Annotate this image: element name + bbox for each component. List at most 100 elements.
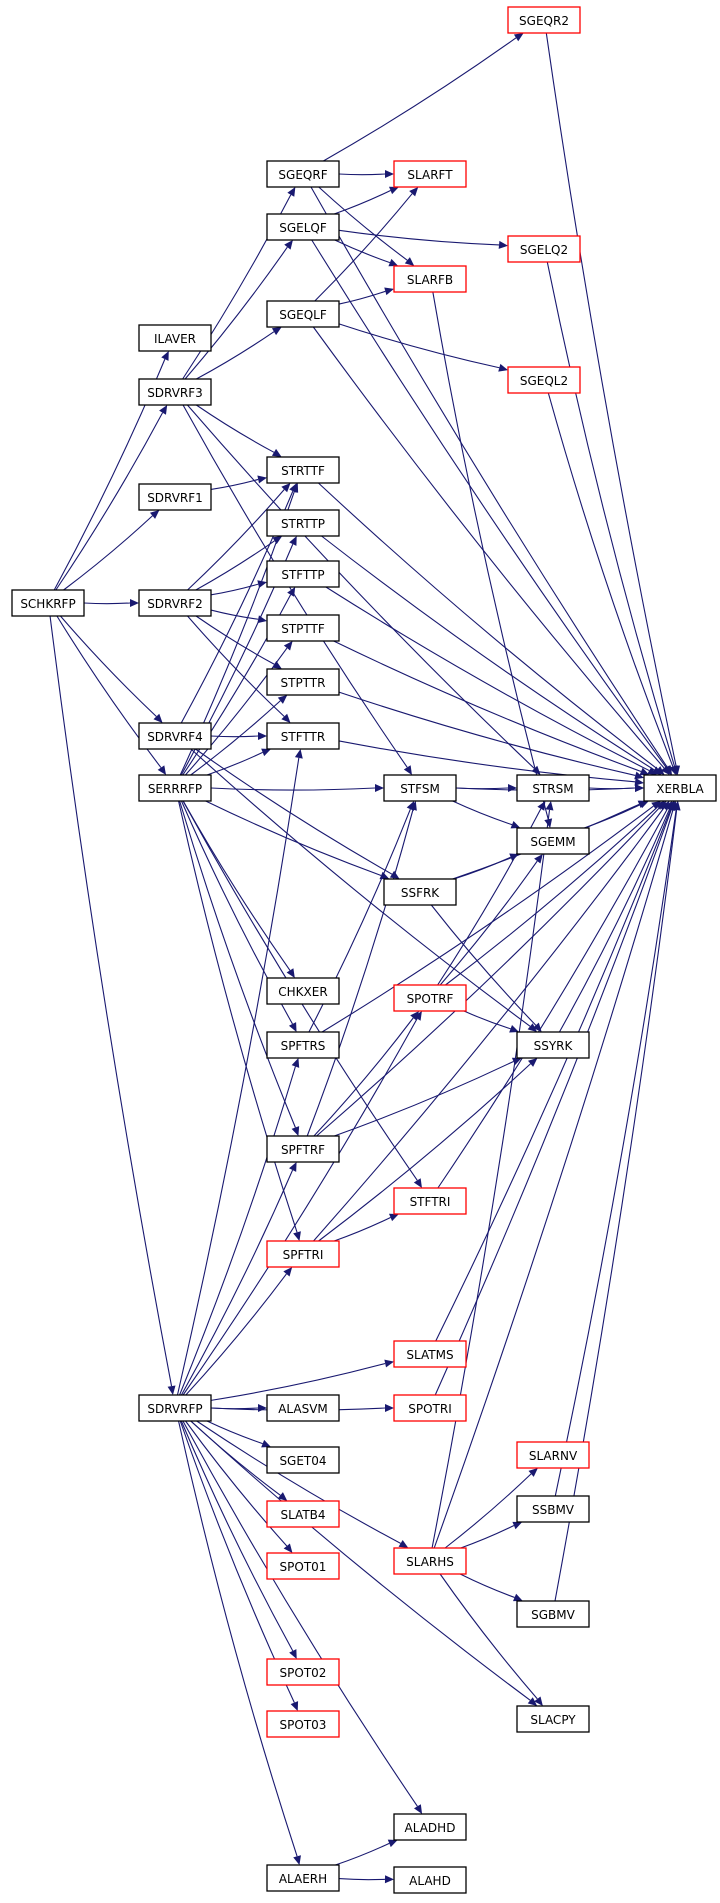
node-aladhd[interactable]: ALADHD [393, 1813, 467, 1841]
node-box [138, 378, 212, 406]
edge-line [55, 412, 164, 591]
edge-sgeqrf-to-slarft [338, 170, 394, 178]
edge-schkrfp-to-serrrfp [56, 615, 167, 775]
node-label: STPTTF [281, 622, 325, 636]
node-sgelqf[interactable]: SGELQF [266, 213, 340, 241]
node-slatms[interactable]: SLATMS [393, 1340, 467, 1368]
node-label: SGEQR2 [519, 14, 569, 28]
node-spftrf[interactable]: SPFTRF [266, 1135, 340, 1163]
edge-slatms-to-xerbla [435, 801, 675, 1342]
edge-arrowhead [271, 448, 282, 457]
node-box [138, 589, 212, 617]
node-label: ALASVM [278, 1402, 328, 1416]
node-slacpy[interactable]: SLACPY [516, 1705, 590, 1733]
node-label: SSFRK [401, 886, 440, 900]
node-slarft[interactable]: SLARFT [393, 160, 467, 188]
edge-line [433, 809, 674, 1549]
edge-arrowhead [294, 749, 303, 759]
edge-arrowhead [409, 187, 419, 197]
node-alasvm[interactable]: ALASVM [266, 1394, 340, 1422]
node-label: SDRVRF3 [147, 386, 203, 400]
edge-arrowhead [272, 660, 282, 669]
node-spotri[interactable]: SPOTRI [393, 1394, 467, 1422]
edge-line [545, 32, 677, 767]
node-box [266, 1394, 340, 1422]
node-slarhs[interactable]: SLARHS [393, 1547, 467, 1575]
node-spot02[interactable]: SPOT02 [266, 1658, 340, 1686]
node-stfttr[interactable]: STFTTR [266, 722, 340, 750]
edge-sdrvrf2-to-strttf [187, 483, 291, 591]
node-stpttf[interactable]: STPTTF [266, 614, 340, 642]
node-slarnv[interactable]: SLARNV [516, 1441, 590, 1469]
node-schkrfp: SCHKRFP [11, 589, 85, 617]
edge-stfttr-to-xerbla [338, 740, 644, 786]
node-stfsm[interactable]: STFSM [383, 774, 457, 802]
edge-line [333, 189, 391, 215]
node-slarfb[interactable]: SLARFB [393, 265, 467, 293]
edge-line [179, 800, 296, 1128]
node-spftrs[interactable]: SPFTRS [266, 1031, 340, 1059]
edge-line [435, 809, 672, 1342]
node-sgbmv[interactable]: SGBMV [516, 1600, 590, 1628]
edge-line [49, 615, 173, 1387]
node-stpttr[interactable]: STPTTR [266, 668, 340, 696]
node-stfttp[interactable]: STFTTP [266, 560, 340, 588]
node-serrrfp[interactable]: SERRRFP [138, 774, 212, 802]
node-chkxer[interactable]: CHKXER [266, 977, 340, 1005]
node-label: STRSM [532, 782, 573, 796]
node-strttp[interactable]: STRTTP [266, 509, 340, 537]
edge-line [452, 800, 513, 826]
edge-arrowhead [289, 1649, 297, 1659]
edge-slarhs-to-xerbla [433, 801, 677, 1549]
edge-line [178, 800, 298, 1233]
node-strsm[interactable]: STRSM [516, 774, 590, 802]
node-ssfrk[interactable]: SSFRK [383, 878, 457, 906]
node-box [383, 878, 457, 906]
edge-arrowhead [531, 765, 541, 775]
node-sdrvrfp[interactable]: SDRVRFP [138, 1394, 212, 1422]
node-spftri[interactable]: SPFTRI [266, 1240, 340, 1268]
node-sgeqlf[interactable]: SGEQLF [266, 300, 340, 328]
node-box [266, 614, 340, 642]
node-sget04[interactable]: SGET04 [266, 1446, 340, 1474]
edge-stpttr-to-xerbla [338, 691, 644, 780]
node-sgeqr2[interactable]: SGEQR2 [507, 6, 581, 34]
node-spot01[interactable]: SPOT01 [266, 1552, 340, 1580]
edge-line [444, 1473, 532, 1549]
node-sdrvrf1[interactable]: SDRVRF1 [138, 483, 212, 511]
node-spotrf[interactable]: SPOTRF [393, 984, 467, 1012]
edge-sgeql2-to-xerbla [547, 392, 677, 775]
edge-line [190, 700, 281, 776]
node-sdrvrf2[interactable]: SDRVRF2 [138, 589, 212, 617]
node-label: SLARFB [407, 273, 453, 287]
node-sdrvrf4[interactable]: SDRVRF4 [138, 722, 212, 750]
edge-line [187, 489, 285, 591]
edge-line [338, 290, 386, 305]
edge-arrowhead [149, 510, 160, 519]
node-sgeqrf[interactable]: SGEQRF [266, 160, 340, 188]
node-sdrvrf3[interactable]: SDRVRF3 [138, 378, 212, 406]
edge-sdrvrf3-to-sgelqf [184, 240, 293, 380]
node-alahd[interactable]: ALAHD [393, 1866, 467, 1894]
node-sgeql2[interactable]: SGEQL2 [507, 366, 581, 394]
node-label: SSBMV [532, 1503, 575, 1517]
node-ssbmv[interactable]: SSBMV [516, 1495, 590, 1523]
node-spot03[interactable]: SPOT03 [266, 1710, 340, 1738]
node-ssyrk[interactable]: SSYRK [516, 1031, 590, 1059]
node-ilaver[interactable]: ILAVER [138, 324, 212, 352]
node-xerbla[interactable]: XERBLA [643, 774, 717, 802]
node-sgelq2[interactable]: SGELQ2 [507, 235, 581, 263]
node-label: STFSM [400, 782, 440, 796]
edge-arrowhead [528, 1468, 538, 1477]
edge-sdrvrf1-to-strttf [210, 475, 267, 490]
node-alaerh[interactable]: ALAERH [266, 1864, 340, 1892]
edge-sdrvrf3-to-stfsm [182, 404, 412, 775]
node-stftri[interactable]: STFTRI [393, 1187, 467, 1215]
node-sgemm[interactable]: SGEMM [516, 827, 590, 855]
node-slatb4[interactable]: SLATB4 [266, 1500, 340, 1528]
node-strttf[interactable]: STRTTF [266, 456, 340, 484]
edge-spftri-to-stftri [333, 1213, 399, 1242]
edge-arrowhead [277, 695, 288, 704]
edge-schkrfp-to-sdrvrf4 [59, 615, 163, 723]
edge-line [333, 640, 642, 773]
